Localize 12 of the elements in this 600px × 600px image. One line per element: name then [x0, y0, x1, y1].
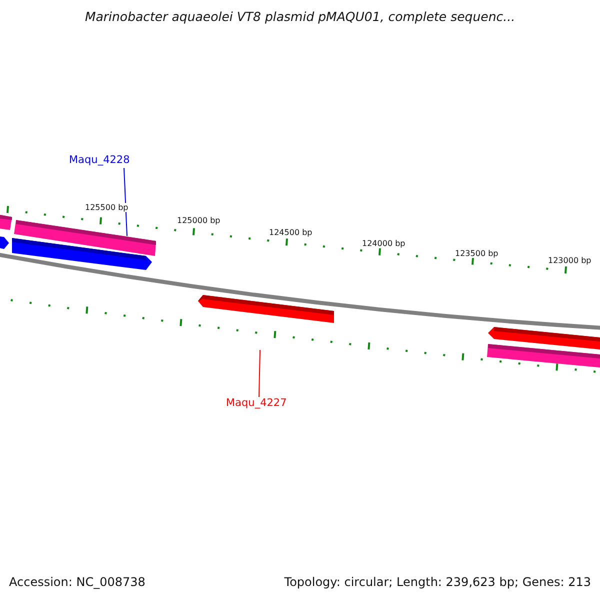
- tick-label: 125500 bp: [84, 203, 130, 212]
- gene-label: Maqu_4228: [69, 154, 130, 166]
- tick-label: 124000 bp: [361, 239, 406, 248]
- tick-label: 125000 bp: [176, 216, 222, 225]
- tick-label: 123000 bp: [547, 256, 592, 265]
- title: Marinobacter aquaeolei VT8 plasmid pMAQU01, complete sequenc...: [84, 9, 516, 24]
- accession-text: Accession: NC_008738: [9, 575, 146, 589]
- summary-text: Topology: circular; Length: 239,623 bp; Genes: 213: [284, 575, 591, 589]
- gene-label: Maqu_4227: [226, 397, 287, 409]
- tick-label: 124500 bp: [268, 228, 314, 237]
- tick-label: 123500 bp: [454, 249, 500, 258]
- leader-line: [258, 350, 260, 398]
